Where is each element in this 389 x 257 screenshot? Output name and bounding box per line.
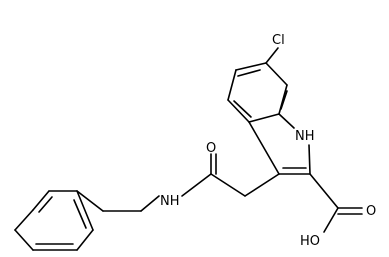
bond-lines bbox=[14, 47, 363, 251]
amide-carbonyl-oxygen-label: O bbox=[206, 141, 216, 156]
indole-nh-atom-label: NH bbox=[295, 129, 315, 144]
hydroxyl-atom-label: HO bbox=[300, 234, 320, 249]
amide-nh-atom-label: NH bbox=[160, 194, 180, 209]
chlorine-atom-label: Cl bbox=[272, 33, 285, 48]
acid-carbonyl-oxygen-label: O bbox=[366, 204, 376, 219]
